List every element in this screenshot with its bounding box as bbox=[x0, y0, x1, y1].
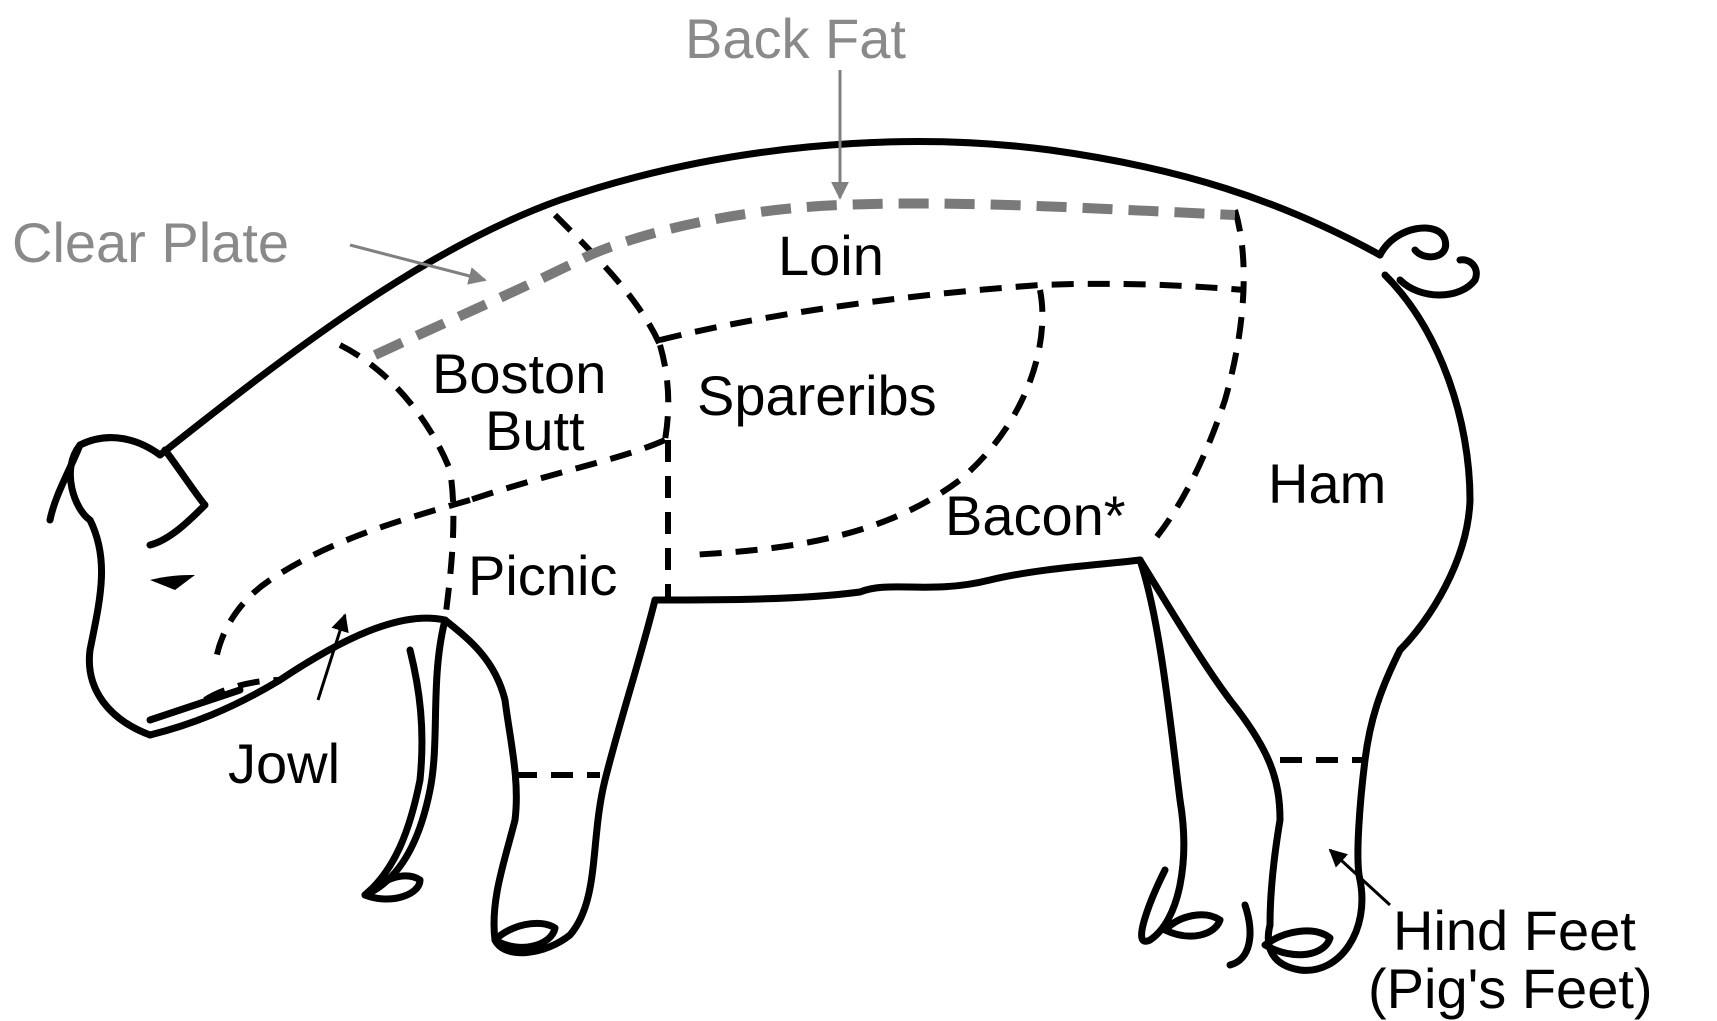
label-bacon: Bacon* bbox=[945, 484, 1126, 547]
label-butt: Butt bbox=[485, 399, 585, 462]
label-picnic: Picnic bbox=[468, 544, 617, 607]
label-loin: Loin bbox=[778, 224, 884, 287]
cut-labels: Back Fat Clear Plate Loin Boston Butt Sp… bbox=[12, 7, 1653, 1020]
label-boston: Boston bbox=[432, 342, 606, 405]
hooves bbox=[365, 876, 1330, 955]
label-back-fat: Back Fat bbox=[685, 7, 906, 70]
label-ham: Ham bbox=[1268, 452, 1386, 515]
label-pigs-feet: (Pig's Feet) bbox=[1368, 957, 1653, 1020]
label-hind-feet: Hind Feet bbox=[1393, 899, 1636, 962]
label-jowl: Jowl bbox=[228, 732, 340, 795]
label-spareribs: Spareribs bbox=[697, 364, 937, 427]
clear-plate-arrow bbox=[350, 245, 485, 280]
label-clear-plate: Clear Plate bbox=[12, 211, 289, 274]
